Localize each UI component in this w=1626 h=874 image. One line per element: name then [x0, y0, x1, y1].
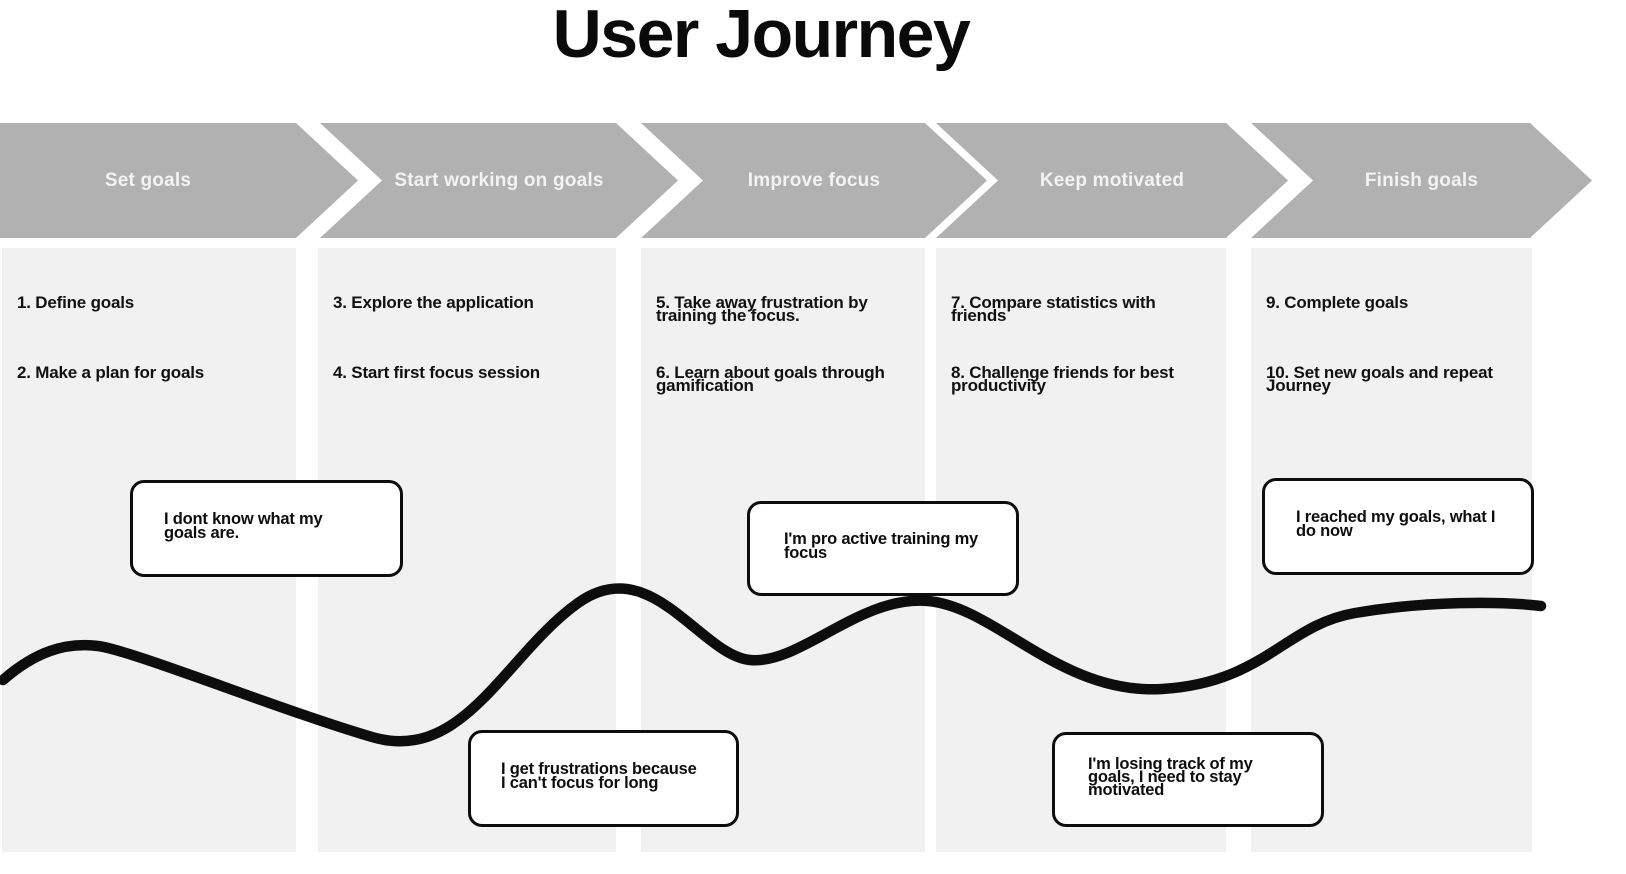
- stage-label-set-goals: Set goals: [104, 169, 192, 191]
- stage-label-improve-focus: Improve focus: [747, 169, 881, 191]
- quote-bubble: I'm pro active training my focus: [747, 501, 1019, 596]
- step-item: 8. Challenge friends for best productivi…: [951, 363, 1174, 396]
- stage-arrow-4: [936, 123, 1288, 238]
- quote-text: I'm losing track of my goals, I need to …: [1088, 754, 1253, 800]
- quote-bubble: I'm losing track of my goals, I need to …: [1052, 732, 1324, 827]
- quote-text: I dont know what my goals are.: [164, 510, 323, 542]
- stage-arrow-1: [0, 123, 358, 238]
- quote-bubble: I get frustrations because I can't focus…: [468, 730, 739, 827]
- step-item: 5. Take away frustration by training the…: [656, 293, 868, 326]
- step-item: 6. Learn about goals through gamificatio…: [656, 363, 885, 396]
- stage-label-finish-goals: Finish goals: [1364, 169, 1479, 191]
- stage-arrow-2: [320, 123, 678, 238]
- stage-arrow-3: [641, 123, 987, 238]
- step-item: 2. Make a plan for goals: [17, 363, 204, 382]
- stage-label-keep-motivated: Keep motivated: [1039, 169, 1185, 191]
- step-item: 4. Start first focus session: [333, 363, 540, 382]
- quote-text: I reached my goals, what I do now: [1296, 508, 1496, 540]
- quote-bubble: I reached my goals, what I do now: [1262, 478, 1534, 575]
- step-item: 3. Explore the application: [333, 293, 534, 312]
- step-item: 9. Complete goals: [1266, 293, 1409, 312]
- stage-arrow-5: [1251, 123, 1592, 238]
- journey-curve: [0, 583, 1547, 747]
- step-item: 10. Set new goals and repeat Journey: [1266, 363, 1493, 396]
- stage-label-start-working: Start working on goals: [394, 169, 604, 191]
- quote-text: I get frustrations because I can't focus…: [501, 760, 697, 792]
- step-item: 7. Compare statistics with friends: [951, 293, 1156, 326]
- quote-text: I'm pro active training my focus: [784, 530, 979, 562]
- step-item: 1. Define goals: [17, 293, 134, 312]
- page-title: User Journey: [552, 0, 971, 72]
- quote-bubble: I dont know what my goals are.: [130, 480, 403, 577]
